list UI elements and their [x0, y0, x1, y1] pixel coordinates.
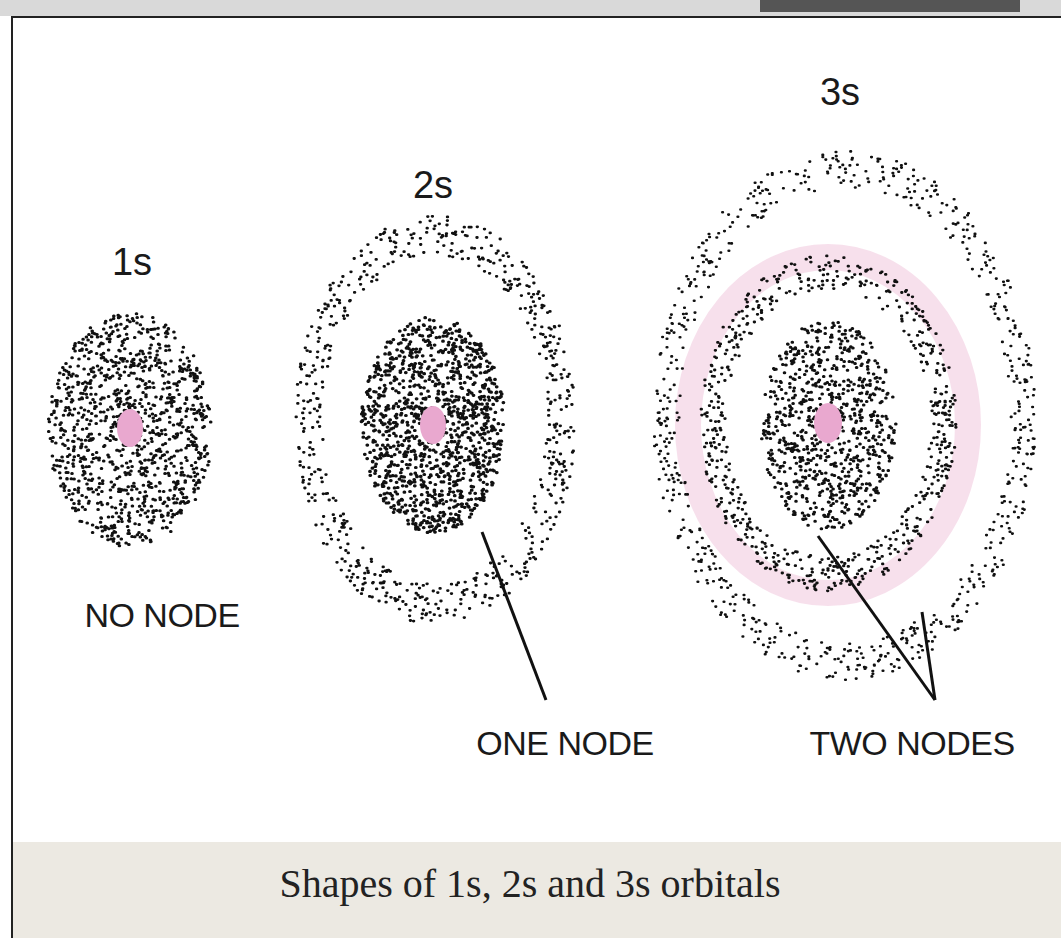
- electron-dots: [296, 216, 574, 621]
- orbital-name: 2s: [413, 165, 453, 207]
- leader-line: [922, 612, 935, 700]
- pink-tint: [688, 257, 968, 593]
- leader-line: [482, 532, 546, 700]
- nucleus: [420, 406, 446, 444]
- frame-line: [12, 16, 1061, 18]
- orbital-name: 1s: [112, 242, 152, 284]
- electron-cloud: [48, 151, 1034, 679]
- electron-dots: [762, 323, 897, 529]
- electron-dots: [701, 256, 956, 591]
- nucleus: [814, 403, 842, 443]
- leader-line: [818, 536, 935, 700]
- electron-dots: [361, 318, 504, 533]
- top-bar: [0, 0, 1061, 16]
- caption-band: [13, 842, 1061, 938]
- top-bar-dark: [760, 0, 1020, 12]
- frame-line: [11, 16, 13, 938]
- node-count: TWO NODES: [809, 725, 1014, 762]
- orbital-name: 3s: [820, 72, 860, 114]
- electron-dots: [654, 151, 1034, 679]
- nucleus: [117, 409, 143, 447]
- node-count: NO NODE: [84, 597, 239, 634]
- node-count: ONE NODE: [476, 725, 653, 762]
- figure-caption: Shapes of 1s, 2s and 3s orbitals: [279, 862, 780, 906]
- electron-dots: [48, 314, 211, 546]
